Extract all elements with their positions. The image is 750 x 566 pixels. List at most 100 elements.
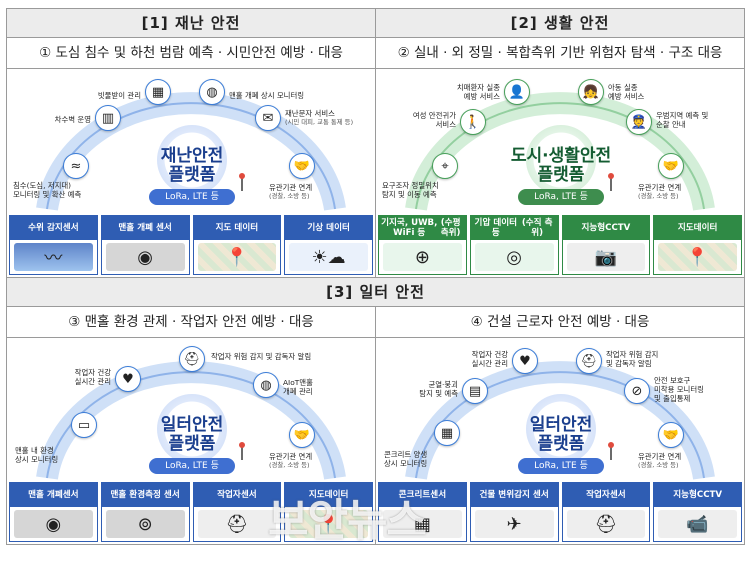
section-title-disaster: [1] 재난 안전: [6, 8, 376, 38]
card-title: 건물 변위: [479, 490, 515, 500]
node-label: 우범지역 예측 및: [656, 111, 709, 120]
node-sublabel: 모니터링 및 확산 예측: [13, 190, 82, 199]
drain-icon: ▦: [145, 79, 171, 105]
helmet-icon: ⛑: [197, 510, 277, 538]
node-sublabel: 서비스: [435, 120, 456, 129]
node-sublabel: 및 출입통제: [654, 394, 691, 403]
map-pin-icon: 📍: [658, 243, 737, 271]
card-title-2: CCTV: [696, 490, 723, 500]
node-label: 작업자 위험 감지 및 감독자 알림: [211, 352, 312, 361]
node-label: 작업자 건강: [74, 368, 111, 377]
node-sublabel: 상시 모니터링: [15, 455, 59, 464]
platform-hub: [526, 125, 596, 195]
network-badge: LoRa, LTE 등: [518, 189, 604, 205]
weather-icon: ☀☁: [289, 243, 368, 271]
section-title-life: [2] 생활 안전: [375, 8, 745, 38]
platform-hub: [526, 394, 596, 464]
gas-sensor-icon: ▭: [71, 412, 97, 438]
manhole-icon: ◍: [199, 79, 225, 105]
node-label: 작업자 건강: [471, 350, 508, 359]
positioning-icon: ⊕: [383, 243, 462, 271]
network-badge: LoRa, LTE 등: [149, 189, 235, 205]
node-label: 요구조자 정밀위치: [382, 181, 439, 190]
helmet-icon: ⛑: [566, 510, 646, 538]
sensor-card: 기상 데이터 ☀☁: [284, 215, 373, 275]
platform-title-line2: 플랫폼: [168, 434, 216, 454]
card-title-2: 센서: [240, 490, 257, 500]
node-label-with-sub: 재난문자 서비스(시민 대피, 교통 통제 등): [285, 109, 353, 127]
antenna-icon: [239, 173, 245, 191]
platform-title-line2: 플랫폼: [168, 165, 216, 185]
node-label: 빗물받이 관리: [97, 91, 141, 100]
handshake-icon: 🤝: [289, 153, 315, 179]
card-title-2: (수직 측위): [521, 218, 553, 238]
card-title-2: 측정 센서: [145, 490, 180, 500]
sensor-card: 기지국, UWB, WiFi 등(수평 측위)⊕: [378, 215, 467, 275]
helmet-icon: ⛑: [576, 348, 602, 374]
sensor-card: 수위 감지센서〰: [9, 215, 98, 275]
network-badge: LoRa, LTE 등: [149, 458, 235, 474]
node-label-with-sub: 유관기관 연계(경찰, 소방 등): [269, 452, 312, 470]
node-label: 균열·붕괴: [428, 380, 458, 389]
antenna-icon: [608, 173, 614, 191]
handshake-icon: 🤝: [658, 153, 684, 179]
card-title: 기상: [307, 223, 324, 233]
platform-title-line1: 일터안전: [529, 415, 593, 435]
card-title-2: 데이터: [326, 223, 350, 233]
map-pin-icon: 📍: [289, 510, 368, 538]
gas-sensor-icon: ⊚: [105, 510, 185, 538]
walk-icon: 🚶: [460, 109, 486, 135]
card-title: 맨홀 개폐: [28, 490, 63, 500]
card-title-2: 센서: [62, 490, 79, 500]
panel-heading-4: ④ 건설 근로자 안전 예방 · 대응: [375, 306, 745, 338]
node-label: 맨홀 내 환경: [15, 446, 54, 455]
helmet-icon: ⛑: [179, 346, 205, 372]
concrete-icon: ▦: [434, 420, 460, 446]
platform-title-line2: 플랫폼: [537, 165, 585, 185]
camera-icon: 📷: [566, 243, 646, 271]
node-label: AIoT맨홀: [283, 378, 313, 387]
sensor-cards: 기지국, UWB, WiFi 등(수평 측위)⊕ 기압 데이터 등(수직 측위)…: [378, 215, 742, 275]
card-title: 지능형: [581, 223, 606, 233]
node-label-with-sub: 유관기관 연계(경찰, 소방 등): [638, 452, 681, 470]
card-title-2: (수평 측위): [440, 218, 461, 238]
node-label: 안전 보호구: [654, 376, 691, 385]
card-title: 수위: [28, 223, 44, 233]
card-title-2: 데이터: [693, 223, 718, 233]
concrete-icon: ▦: [383, 510, 462, 538]
node-sublabel: 예방 서비스: [608, 92, 645, 101]
disaster-platform-panel: ▦ 빗물받이 관리 ◍ 맨홀 개폐 상시 모니터링 ▥ 차수벽 운영 ✉ 재난문…: [7, 69, 375, 277]
node-sublabel: (경찰, 소방 등): [638, 192, 679, 200]
antenna-icon: [239, 442, 245, 460]
card-title-2: 센서: [156, 223, 172, 233]
health-icon: ♥: [512, 348, 538, 374]
node-sublabel: 미착용 모니터링: [654, 385, 704, 394]
map-pin-icon: 📍: [197, 243, 277, 271]
card-title: 맨홀 환경: [110, 490, 146, 500]
node-label-with-sub: 유관기관 연계(경찰, 소방 등): [638, 183, 681, 201]
handshake-icon: 🤝: [658, 422, 684, 448]
node-label-with-sub: 침수(도심, 저지대)모니터링 및 확산 예측: [13, 181, 81, 199]
platform-title-line1: 도시·생활안전: [510, 146, 612, 166]
platform-hub: [157, 394, 227, 464]
watermark: 보안뉴스: [268, 495, 427, 546]
node-label: 콘크리트 양생: [384, 450, 428, 459]
